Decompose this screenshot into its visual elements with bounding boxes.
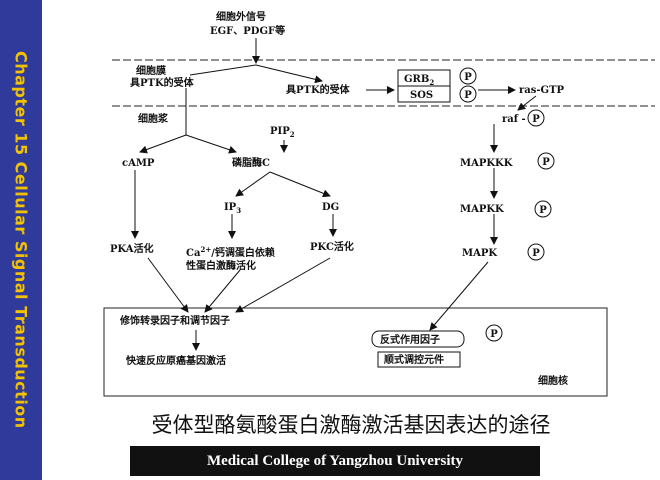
phosphate-label-raf: P	[532, 114, 540, 125]
phosphate-circle-mapkk	[534, 200, 552, 218]
label-egf-pdgf: EGF、PDGF等	[210, 24, 285, 37]
sos-box	[397, 85, 451, 103]
arrow-to-camp	[139, 134, 187, 154]
arrow-ca-to-modify	[204, 269, 241, 313]
cis-element-box	[377, 351, 461, 368]
label-extracellular-signal: 细胞外信号	[216, 10, 266, 23]
label-ca-calmodulin-line1: Ca2+/钙调蛋白依赖	[186, 245, 275, 259]
phosphate-label-mapk: P	[532, 248, 540, 259]
arrow-to-left-receptor	[189, 64, 257, 76]
sidebar-title: Chapter 15 Cellular Signal Transduction	[11, 51, 31, 429]
label-mapkkk: MAPKKK	[460, 158, 513, 169]
label-ras-gtp: ras-GTP	[519, 85, 565, 96]
phosphate-label-trans: P	[490, 329, 498, 340]
phosphate-circle-trans	[485, 324, 503, 342]
label-pkc: PKC活化	[310, 240, 354, 253]
label-ip3: IP3	[224, 202, 241, 215]
arrow-plc-to-dg	[269, 171, 331, 198]
label-modify-factors: 修饰转录因子和调节因子	[119, 314, 230, 327]
phosphate-circle-sos	[459, 85, 477, 103]
label-mapkk: MAPKK	[460, 204, 504, 215]
phosphate-circle-mapk	[527, 243, 545, 261]
phosphate-circle-grb2	[459, 67, 477, 85]
label-mapk: MAPK	[462, 248, 497, 259]
phosphate-label-grb2: P	[464, 72, 472, 83]
label-nucleus: 细胞核	[538, 374, 568, 387]
label-sos: SOS	[410, 90, 433, 101]
arrow-ras-to-raf	[517, 95, 537, 111]
label-ptk-receptor-left: 具PTK的受体	[129, 76, 195, 89]
phosphate-circle-raf	[527, 109, 545, 127]
label-pka: PKA活化	[110, 242, 154, 255]
label-cytoplasm: 细胞浆	[138, 112, 169, 125]
label-cell-membrane: 细胞膜	[136, 64, 166, 77]
label-rapid-gene: 快速反应原癌基因激活	[125, 354, 226, 367]
footer-banner: Medical College of Yangzhou University	[130, 446, 540, 476]
trans-factor-box	[371, 330, 465, 348]
arrow-to-plc	[185, 134, 237, 154]
label-raf: raf -	[502, 114, 526, 125]
label-ptk-receptor-right: 具PTK的受体	[285, 83, 351, 96]
slide-caption: 受体型酪氨酸蛋白激酶激活基因表达的途径	[151, 413, 551, 437]
arrow-pkc-to-modify	[235, 257, 331, 313]
sidebar-title-wrap: Chapter 15 Cellular Signal Transduction	[0, 0, 42, 480]
signal-pathway-diagram: 细胞外信号 EGF、PDGF等 细胞膜 具PTK的受体 具PTK的受体 GRB2…	[103, 10, 655, 397]
label-dg: DG	[322, 202, 339, 213]
nucleus-box	[103, 307, 608, 397]
arrow-to-right-receptor	[255, 64, 323, 84]
phosphate-label-mapkk: P	[539, 205, 547, 216]
arrow-mapk-to-transfactor	[429, 261, 489, 331]
arrow-pka-to-modify	[147, 257, 189, 313]
label-pip2: PIP2	[270, 126, 295, 139]
label-plc: 磷脂酶C	[232, 156, 270, 169]
arrow-plc-split	[235, 171, 271, 197]
sidebar	[0, 0, 42, 480]
label-ca-calmodulin-line2: 性蛋白激酶活化	[185, 259, 256, 272]
label-cis-element: 顺式调控元件	[384, 353, 444, 366]
footer-text: Medical College of Yangzhou University	[206, 452, 464, 469]
phosphate-circle-mapkkk	[537, 152, 555, 170]
label-trans-factor: 反式作用因子	[380, 333, 440, 346]
label-camp: cAMP	[122, 158, 155, 169]
label-grb2: GRB2	[404, 74, 434, 87]
phosphate-label-sos: P	[464, 90, 472, 101]
phosphate-label-mapkkk: P	[542, 157, 550, 168]
